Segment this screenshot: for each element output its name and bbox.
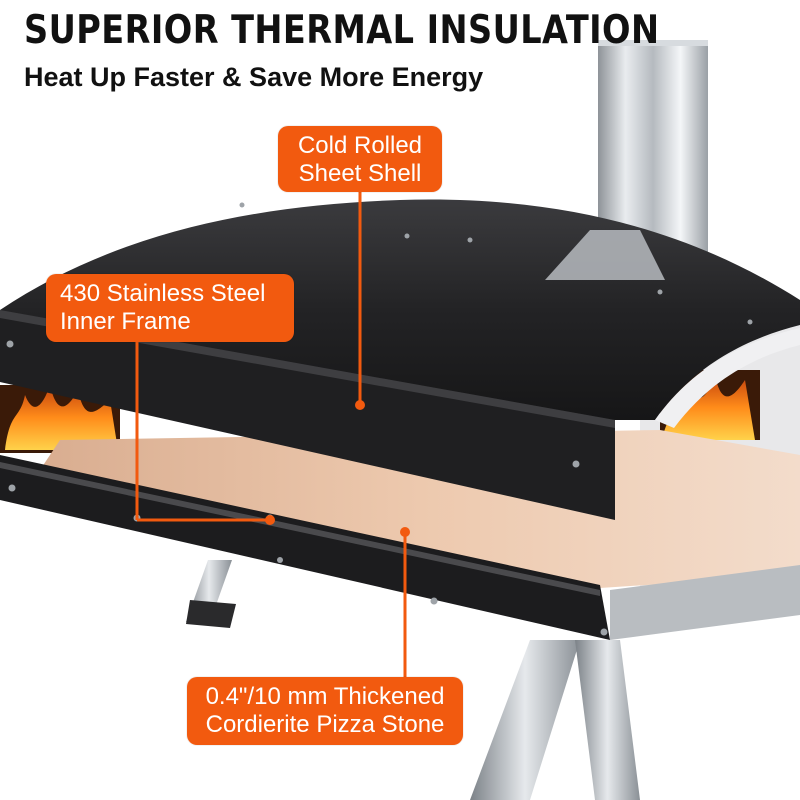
callout-line: Sheet Shell (298, 160, 422, 187)
callout-leader-lines (135, 192, 407, 677)
callout-stainless-frame: 430 Stainless Steel Inner Frame (46, 274, 294, 342)
base-rail (0, 455, 800, 640)
headline: SUPERIOR THERMAL INSULATION (24, 8, 660, 53)
subheadline: Heat Up Faster & Save More Energy (24, 62, 484, 92)
callout-line: 430 Stainless Steel (60, 280, 266, 307)
callout-cold-rolled-shell: Cold Rolled Sheet Shell (278, 126, 442, 192)
callout-line: Cordierite Pizza Stone (205, 711, 445, 738)
callout-line: 0.4"/10 mm Thickened (205, 683, 445, 710)
callout-pizza-stone: 0.4"/10 mm Thickened Cordierite Pizza St… (187, 677, 463, 745)
oven-dome (0, 199, 800, 428)
callout-line: Inner Frame (60, 308, 191, 335)
inner-frame-panel (0, 310, 615, 520)
oven-legs (186, 560, 640, 800)
callout-line: Cold Rolled (297, 132, 423, 159)
